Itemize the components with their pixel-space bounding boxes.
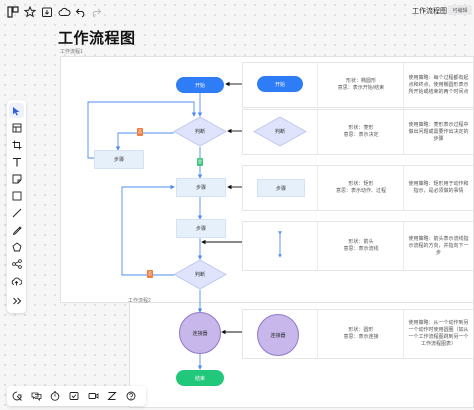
more-icon[interactable] bbox=[9, 293, 24, 308]
pointer-icon[interactable] bbox=[9, 103, 24, 118]
legend-shape-text: 形状：箭头 意思：表示流线 bbox=[317, 222, 404, 270]
download-icon[interactable] bbox=[39, 4, 55, 20]
sticky-note-icon[interactable] bbox=[9, 171, 24, 186]
frame2-label: 工作流程2 bbox=[128, 298, 151, 304]
legend-usage-text: 使用策略：箭头表示流线指示流程的方向，并指向下一步 bbox=[403, 222, 473, 270]
pointer-icon[interactable] bbox=[10, 389, 24, 403]
legend-shape-text: 形状：矩形 意思：表示动作、过程 bbox=[317, 166, 404, 210]
legend-usage-text: 使用策略：从一个动作到另一个动作时使用圆圈（如从一个工作流程图跳到另一个工作流程… bbox=[403, 310, 473, 358]
flow-decision-2-label: 判断 bbox=[194, 272, 205, 278]
crop-icon[interactable] bbox=[9, 137, 24, 152]
legend-row-diamond[interactable]: 判断 形状：菱形 意思：表示决定 使用策略：菱形表示过程中做出问题或需要作出决定… bbox=[242, 109, 474, 155]
flow-connector[interactable]: 连接器 bbox=[179, 312, 221, 354]
vote-icon[interactable] bbox=[67, 389, 81, 403]
timer-icon[interactable] bbox=[48, 389, 62, 403]
flow-step-2[interactable]: 步骤 bbox=[176, 219, 226, 238]
legend-shape-text: 形状：菱形 意思：表示决定 bbox=[317, 110, 404, 154]
flow-step-1[interactable]: 步骤 bbox=[176, 178, 226, 197]
help-icon[interactable] bbox=[124, 389, 138, 403]
pen-icon[interactable] bbox=[9, 222, 24, 237]
flow-step-left[interactable]: 步骤 bbox=[94, 150, 144, 169]
upload-icon[interactable] bbox=[9, 273, 24, 288]
shape-icon[interactable] bbox=[9, 239, 24, 254]
logo-icon[interactable] bbox=[5, 4, 21, 20]
document-title[interactable]: 工作流程图 bbox=[412, 8, 447, 15]
cloud-icon[interactable] bbox=[56, 4, 72, 20]
star-icon[interactable] bbox=[22, 4, 38, 20]
flow-decision-1[interactable]: 判断 bbox=[173, 116, 227, 147]
line-icon[interactable] bbox=[9, 205, 24, 220]
flow-end[interactable]: 结束 bbox=[176, 370, 224, 386]
bottom-toolbar bbox=[7, 386, 146, 406]
rectangle-icon[interactable] bbox=[9, 188, 24, 203]
legend-usage-text: 使用策略：每个过程都有起点和终点，使用椭圆形表示所开始或结束的两个时间点 bbox=[403, 63, 473, 107]
legend-sample-rectangle: 步骤 bbox=[257, 179, 305, 197]
legend-shape-text: 形状：椭圆形 意思：表示开始/结束 bbox=[317, 63, 404, 107]
legend-row-ellipse[interactable]: 开始 形状：椭圆形 意思：表示开始/结束 使用策略：每个过程都有起点和终点，使用… bbox=[242, 62, 474, 108]
flow-decision-1-label: 判断 bbox=[194, 129, 205, 135]
legend-row-arrow[interactable]: 形状：箭头 意思：表示流线 使用策略：箭头表示流线指示流程的方向，并指向下一步 bbox=[242, 221, 474, 271]
tag-yes-1: 是 bbox=[197, 158, 203, 166]
page-title: 工作流程图 bbox=[58, 29, 136, 47]
tag-no-2: 否 bbox=[147, 270, 153, 278]
frame1-label: 工作流程1 bbox=[60, 49, 83, 55]
editable-badge[interactable]: 可编辑 bbox=[448, 5, 472, 15]
share-icon[interactable] bbox=[9, 256, 24, 271]
flow-start[interactable]: 开始 bbox=[176, 77, 224, 93]
legend-usage-text: 使用策略：矩形用于动作和指示，是必须做的事情 bbox=[403, 166, 473, 210]
legend-shape-text: 形状：圆形 意思：表示连接 bbox=[317, 310, 404, 358]
legend-sample-ellipse: 开始 bbox=[257, 76, 303, 92]
tag-no-1: 否 bbox=[137, 128, 143, 136]
legend-sample-diamond-label: 判断 bbox=[274, 129, 285, 135]
legend-sample-circle: 连接器 bbox=[257, 314, 299, 356]
legend-usage-text: 使用策略：菱形表示过程中做出问题或需要作出决定的步骤 bbox=[403, 110, 473, 154]
legend-sample-diamond: 判断 bbox=[253, 116, 307, 147]
flow-decision-2[interactable]: 判断 bbox=[173, 259, 227, 290]
redo-icon[interactable] bbox=[88, 4, 104, 20]
frame-icon[interactable] bbox=[9, 120, 24, 135]
video-icon[interactable] bbox=[86, 389, 100, 403]
left-toolbar bbox=[7, 100, 26, 313]
undo-icon[interactable] bbox=[73, 4, 89, 20]
legend-row-circle[interactable]: 连接器 形状：圆形 意思：表示连接 使用策略：从一个动作到另一个动作时使用圆圈（… bbox=[242, 309, 474, 359]
text-icon[interactable] bbox=[9, 154, 24, 169]
legend-row-rectangle[interactable]: 步骤 形状：矩形 意思：表示动作、过程 使用策略：矩形用于动作和指示，是必须做的… bbox=[242, 165, 474, 211]
zoom-icon[interactable] bbox=[105, 389, 119, 403]
legend-sample-arrow-icon bbox=[278, 231, 282, 258]
comment-icon[interactable] bbox=[29, 389, 43, 403]
